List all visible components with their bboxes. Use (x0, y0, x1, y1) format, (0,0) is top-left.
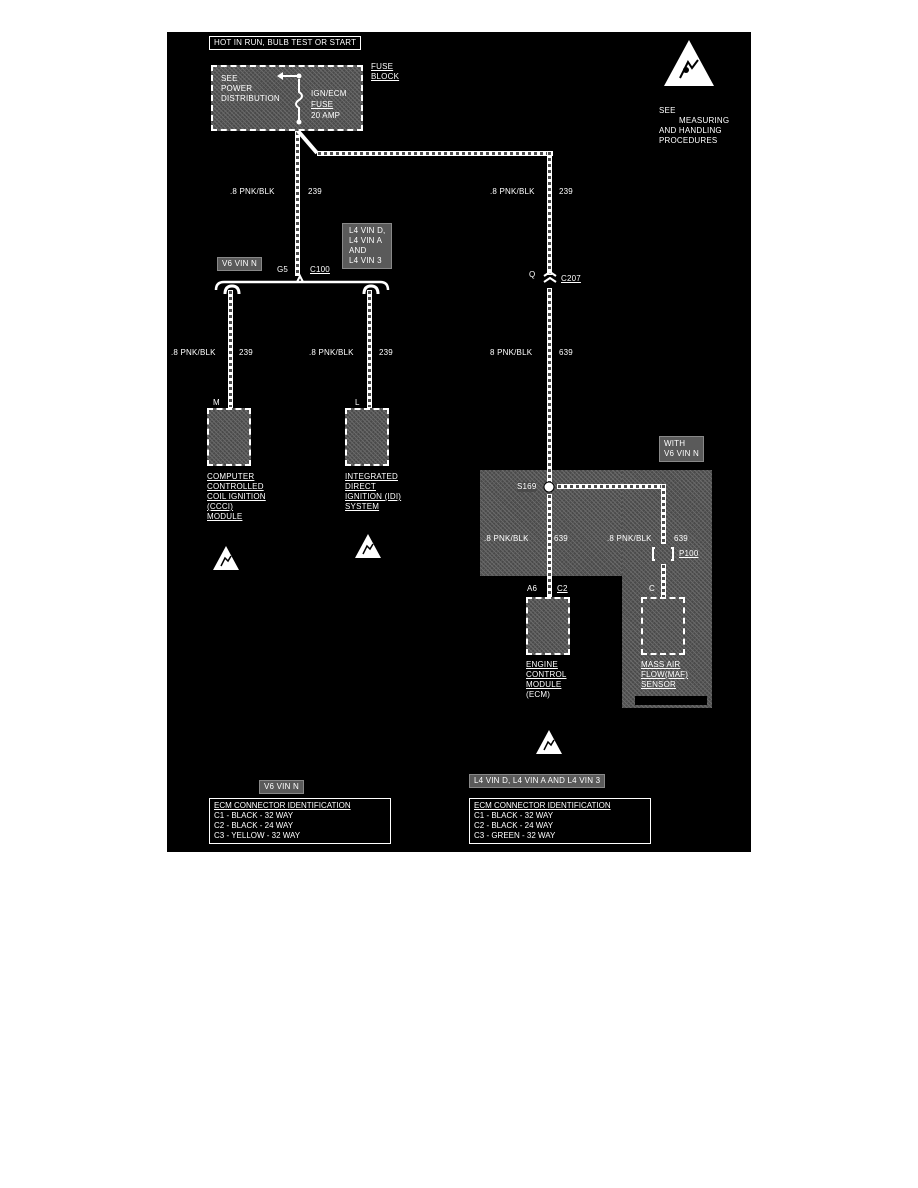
wire-splice-to-maf (557, 484, 665, 489)
wire-label-right-main: .8 PNK/BLK (490, 187, 535, 196)
shaded-region-maf (622, 470, 712, 708)
left-table-row: C1 - BLACK - 32 WAY (214, 811, 294, 820)
wire-top-branch (317, 151, 553, 156)
ecm-module (526, 597, 570, 655)
p100-label: P100 (679, 549, 699, 558)
fuse-rating: 20 AMP (311, 111, 341, 120)
wire-label-ccci: .8 PNK/BLK (171, 348, 216, 357)
right-table-row: C3 - GREEN - 32 WAY (474, 831, 556, 840)
left-table-title: ECM CONNECTOR IDENTIFICATION (214, 801, 351, 810)
maf-sensor (641, 597, 685, 655)
esd-warning-icon (536, 730, 562, 754)
wire-circuit-right-main: 239 (559, 187, 573, 196)
idi-system (345, 408, 389, 466)
fuse-name: IGN/ECM (311, 89, 347, 98)
right-table-row: C2 - BLACK - 24 WAY (474, 821, 554, 830)
fuse-symbol (277, 72, 303, 125)
splice-node (543, 481, 555, 493)
wire-right-main (547, 151, 552, 275)
wire-left-main (295, 131, 300, 276)
c100-label: C100 (310, 265, 330, 274)
p100-symbol (652, 547, 674, 561)
maf-label-band (635, 696, 707, 705)
esd-warning-icon (213, 546, 239, 570)
wire-ecm (547, 494, 552, 598)
left-connector-table: ECM CONNECTOR IDENTIFICATION C1 - BLACK … (209, 798, 391, 844)
c207-label: C207 (561, 274, 581, 283)
wiring-diagram: HOT IN RUN, BULB TEST OR START FUSE BLOC… (167, 32, 751, 852)
variant-v6-label: V6 VIN N (217, 257, 262, 271)
right-table-row: C1 - BLACK - 32 WAY (474, 811, 554, 820)
right-connector-table: ECM CONNECTOR IDENTIFICATION C1 - BLACK … (469, 798, 651, 844)
idi-pin: L (355, 398, 360, 407)
fuse-block-outline (211, 65, 363, 131)
c207-pin: Q (529, 270, 536, 279)
wire-idi (367, 290, 372, 408)
variant-l4-label: L4 VIN D, L4 VIN A AND L4 VIN 3 (342, 223, 393, 269)
idi-system-outline (345, 408, 389, 466)
c100-bus (214, 273, 390, 291)
left-table-row: C3 - YELLOW - 32 WAY (214, 831, 301, 840)
ccci-branch-terminal (223, 284, 241, 295)
esd-warning-icon (664, 40, 714, 86)
fuse-label: FUSE (311, 100, 334, 109)
left-table-row: C2 - BLACK - 24 WAY (214, 821, 294, 830)
fuse-block-title: FUSE BLOCK (371, 62, 400, 81)
left-table-variant: V6 VIN N (259, 780, 304, 794)
maf-label: MASS AIR FLOW(MAF) SENSOR (641, 660, 689, 689)
ccci-module (207, 408, 251, 466)
wire-label-left-main: .8 PNK/BLK (230, 187, 275, 196)
c207-symbol (543, 270, 557, 283)
esd-note: SEE MEASURING AND HANDLING PROCEDURES (659, 106, 730, 145)
maf-pin: C (649, 584, 655, 593)
splice-label: S169 (517, 482, 537, 492)
idi-label: INTEGRATED DIRECT IGNITION (IDI) SYSTEM (345, 472, 402, 511)
power-condition-label: HOT IN RUN, BULB TEST OR START (209, 36, 362, 50)
ecm-label: ENGINE CONTROL MODULE (ECM) (526, 660, 567, 699)
esd-warning-icon (355, 534, 381, 558)
ecm-connector: C2 (557, 584, 568, 593)
idi-branch-terminal (362, 284, 380, 295)
maf-sensor-outline (641, 597, 685, 655)
wire-circuit-left-main: 239 (308, 187, 322, 196)
wire-circuit-ecm: 639 (554, 534, 568, 543)
wire-maf-lower (661, 564, 666, 598)
wire-circuit-maf: 639 (674, 534, 688, 543)
wire-label-c207-down: 8 PNK/BLK (490, 348, 533, 357)
ecm-module-outline (526, 597, 570, 655)
wire-label-ecm: .8 PNK/BLK (484, 534, 529, 543)
wire-label-maf: .8 PNK/BLK (607, 534, 652, 543)
wire-circuit-c207-down: 639 (559, 348, 573, 357)
ccci-label: COMPUTER CONTROLLED COIL IGNITION (CCCI)… (207, 472, 266, 521)
wire-ccci (228, 290, 233, 408)
wire-label-idi: .8 PNK/BLK (309, 348, 354, 357)
see-power-distribution: SEE POWER DISTRIBUTION (221, 74, 280, 103)
wire-circuit-ccci: 239 (239, 348, 253, 357)
with-v6-label: WITH V6 VIN N (659, 436, 704, 462)
wire-circuit-idi: 239 (379, 348, 393, 357)
wire-maf (661, 484, 666, 544)
ccci-module-outline (207, 408, 251, 466)
wire-bend (296, 131, 319, 155)
right-table-variant: L4 VIN D, L4 VIN A AND L4 VIN 3 (469, 774, 606, 788)
c100-pin: G5 (277, 265, 289, 274)
right-table-title: ECM CONNECTOR IDENTIFICATION (474, 801, 611, 810)
ccci-pin: M (213, 398, 220, 407)
wire-c207-down (547, 288, 552, 488)
ecm-pin: A6 (527, 584, 538, 593)
